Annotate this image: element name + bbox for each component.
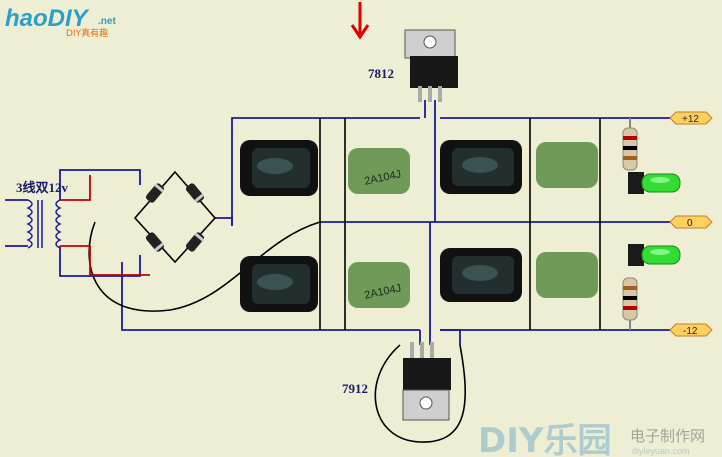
regulator-7912-label: 7912 <box>342 381 368 396</box>
red-wiring <box>60 175 150 276</box>
diode <box>185 232 205 252</box>
film-capacitor: 2A104J <box>348 148 410 194</box>
film-capacitor <box>536 142 598 188</box>
logo-brand: haoDIY <box>5 5 90 32</box>
diode <box>185 183 205 203</box>
regulator-7812: 7812 <box>368 29 458 102</box>
electrolytic-capacitor <box>240 256 318 312</box>
rail-positive-label: +12 <box>682 114 699 125</box>
logo-brand-suffix: .net <box>98 16 116 27</box>
logo-tagline: DIY真有趣 <box>66 27 108 39</box>
led <box>628 244 681 266</box>
diode <box>145 232 165 252</box>
transformer: 3线双12v <box>16 180 69 249</box>
resistor <box>622 118 638 171</box>
electrolytic-capacitor <box>440 248 522 302</box>
watermark-url: diyleyuan.com <box>632 446 690 456</box>
led <box>628 172 681 194</box>
film-capacitor <box>536 252 598 298</box>
film-capacitor: 2A104J <box>348 262 410 308</box>
rail-tag-positive: +12 <box>669 111 713 125</box>
diode <box>145 183 165 203</box>
blue-wiring <box>5 100 680 345</box>
bridge-rectifier <box>133 170 217 264</box>
rail-negative-label: -12 <box>683 326 698 337</box>
transformer-label: 3线双12v <box>16 180 69 195</box>
rail-ground-label: 0 <box>687 218 693 229</box>
electrolytic-capacitor <box>440 140 522 194</box>
regulator-7812-label: 7812 <box>368 66 394 81</box>
haodiy-logo: haoDIY .net DIY真有趣 <box>5 5 116 39</box>
rail-tag-ground: 0 <box>669 215 713 229</box>
resistor <box>622 277 638 330</box>
electrolytic-capacitor <box>240 140 318 196</box>
rail-tag-negative: -12 <box>669 323 713 337</box>
watermark: DIY乐园 电子制作网 diyleyuan.com <box>478 421 705 457</box>
watermark-site: 电子制作网 <box>630 427 705 445</box>
red-down-arrow-icon <box>350 2 370 40</box>
watermark-brand: DIY乐园 <box>478 421 612 457</box>
regulator-7912: 7912 <box>342 342 451 421</box>
